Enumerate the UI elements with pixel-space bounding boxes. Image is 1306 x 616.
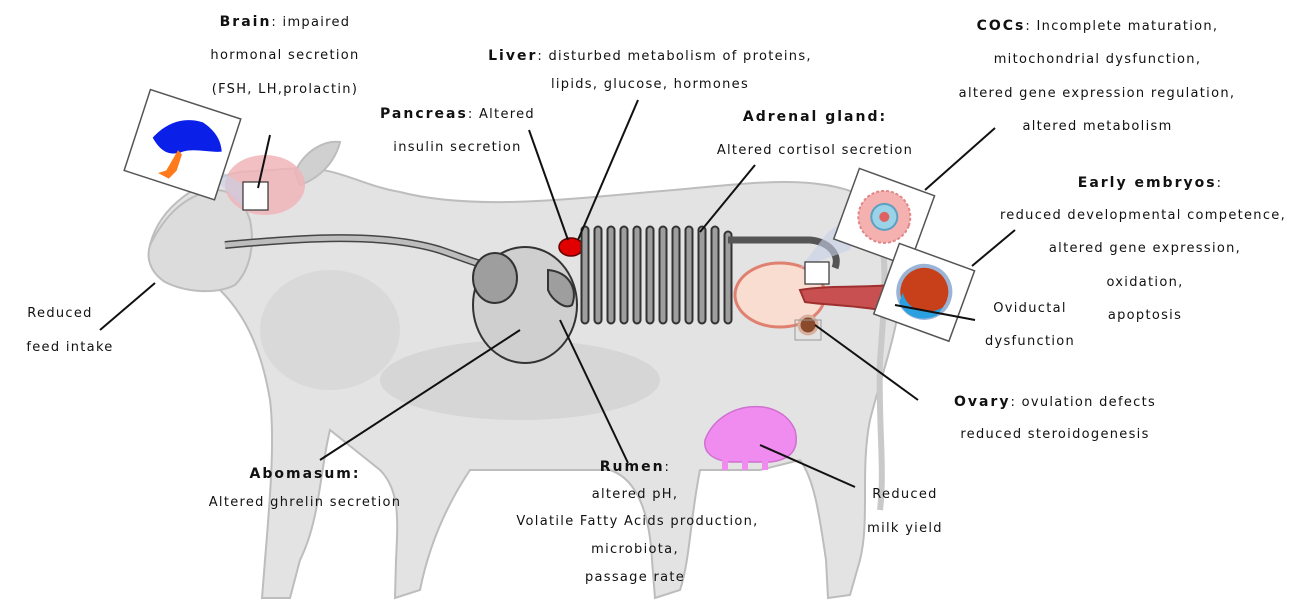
adrenal-line1: Altered cortisol secretion	[695, 143, 935, 159]
rumen-line3: microbiota,	[570, 542, 700, 558]
oviduct-line1: Oviductal	[975, 301, 1085, 317]
brain-title: Brain	[220, 14, 272, 30]
adrenal-title: Adrenal gland:	[720, 109, 910, 125]
brain-label: Brain: impaired	[185, 14, 385, 31]
rumen-line2: Volatile Fatty Acids production,	[495, 514, 780, 530]
cocs-line2: mitochondrial dysfunction,	[955, 52, 1240, 68]
rumen-line1: altered pH,	[570, 487, 700, 503]
brain-line2: hormonal secretion	[185, 48, 385, 64]
liver-line1: disturbed metabolism of proteins,	[549, 49, 812, 64]
embryos-line3: oxidation,	[1085, 275, 1205, 291]
oviduct-line2: dysfunction	[970, 334, 1090, 350]
liver-label: Liver: disturbed metabolism of proteins,	[465, 48, 835, 65]
embryos-line2: altered gene expression,	[1020, 241, 1270, 257]
pancreas-title: Pancreas	[380, 106, 468, 122]
liver-line2: lipids, glucose, hormones	[515, 77, 785, 93]
brain-line1: impaired	[283, 15, 351, 30]
liver-title: Liver	[488, 48, 537, 64]
pancreas-line1: Altered	[479, 107, 535, 122]
brain-line3: (FSH, LH,prolactin)	[185, 82, 385, 98]
rumen-line4: passage rate	[565, 570, 705, 586]
pancreas-label: Pancreas: Altered	[360, 106, 555, 123]
ovary-line1: ovulation defects	[1022, 395, 1156, 410]
abomasum-organ	[473, 253, 517, 303]
feed-line2: feed intake	[10, 340, 130, 356]
abomasum-title: Abomasum:	[225, 466, 385, 482]
cocs-label: COCs: Incomplete maturation,	[955, 18, 1240, 35]
abomasum-line1: Altered ghrelin secretion	[185, 495, 425, 511]
ovary-label: Ovary: ovulation defects	[935, 394, 1175, 411]
ovary-title: Ovary	[954, 394, 1011, 410]
pancreas-line2: insulin secretion	[370, 140, 545, 156]
cocs-title: COCs	[977, 18, 1026, 34]
embryos-label: Early embryos:	[1040, 175, 1260, 192]
cocs-line1: Incomplete maturation,	[1037, 19, 1219, 34]
cocs-line3: altered gene expression regulation,	[938, 86, 1256, 102]
milk-line1: Reduced	[850, 487, 960, 503]
ovary-organ	[799, 316, 817, 334]
cocs-line4: altered metabolism	[955, 119, 1240, 135]
embryos-line4: apoptosis	[1085, 308, 1205, 324]
rumen-title: Rumen	[600, 459, 665, 475]
ovary-line2: reduced steroidogenesis	[935, 427, 1175, 443]
feed-line1: Reduced	[10, 306, 110, 322]
embryos-line1: reduced developmental competence,	[982, 208, 1304, 224]
milk-line2: milk yield	[845, 521, 965, 537]
rumen-label: Rumen:	[570, 459, 700, 476]
liver-organ	[559, 238, 583, 256]
embryos-title: Early embryos	[1078, 175, 1217, 191]
